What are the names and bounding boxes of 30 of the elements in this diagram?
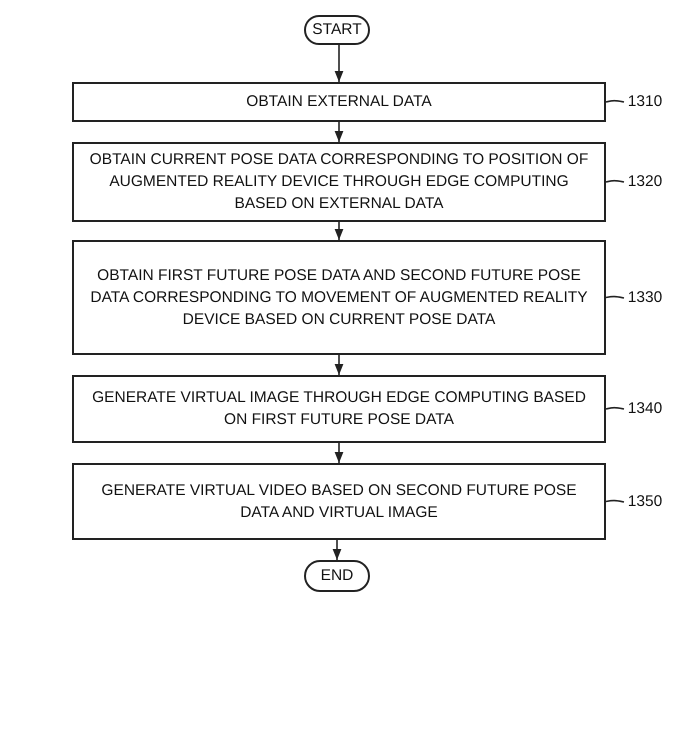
reference-numeral: 1340 [626, 399, 664, 419]
process-box [72, 82, 606, 122]
reference-numeral: 1330 [626, 288, 664, 308]
step-text: GENERATE VIRTUAL IMAGE THROUGH EDGE COMPUTING BASED ON FIRST FUTURE POSE DATA [91, 388, 587, 430]
step-text: END [320, 566, 354, 586]
leader-line [606, 296, 624, 299]
step-text: GENERATE VIRTUAL VIDEO BASED ON SECOND FUTURE POSE DATA AND VIRTUAL IMAGE [100, 480, 578, 522]
arrow [334, 45, 344, 82]
arrow [332, 540, 342, 560]
arrow [334, 122, 344, 142]
reference-numeral: 1350 [626, 492, 664, 512]
reference-numeral: 1320 [626, 172, 664, 192]
terminator-shape [304, 560, 370, 592]
step-text: START [312, 20, 362, 40]
leader-line [606, 100, 624, 103]
step-text: OBTAIN CURRENT POSE DATA CORRESPONDING TO POSITION OF AUGMENTED REALITY DEVICE THROUGH EDGE COMPUTING BASED ON EXTERNAL DATA [88, 150, 590, 214]
reference-numeral: 1310 [626, 92, 664, 112]
process-box [72, 463, 606, 540]
step-text: OBTAIN EXTERNAL DATA [246, 92, 432, 112]
leader-line [606, 500, 624, 503]
step-text: OBTAIN FIRST FUTURE POSE DATA AND SECOND FUTURE POSE DATA CORRESPONDING TO MOVEMENT OF AUGMENTED REALITY DEVICE BASED ON CURRENT POSE DATA [89, 266, 589, 330]
leader-line [606, 406, 624, 410]
arrow [334, 355, 344, 375]
leader-line [606, 180, 624, 183]
terminator-shape [304, 15, 370, 45]
process-box [72, 375, 606, 443]
process-box [72, 240, 606, 355]
arrow [334, 222, 344, 240]
process-box [72, 142, 606, 222]
arrow [334, 443, 344, 463]
